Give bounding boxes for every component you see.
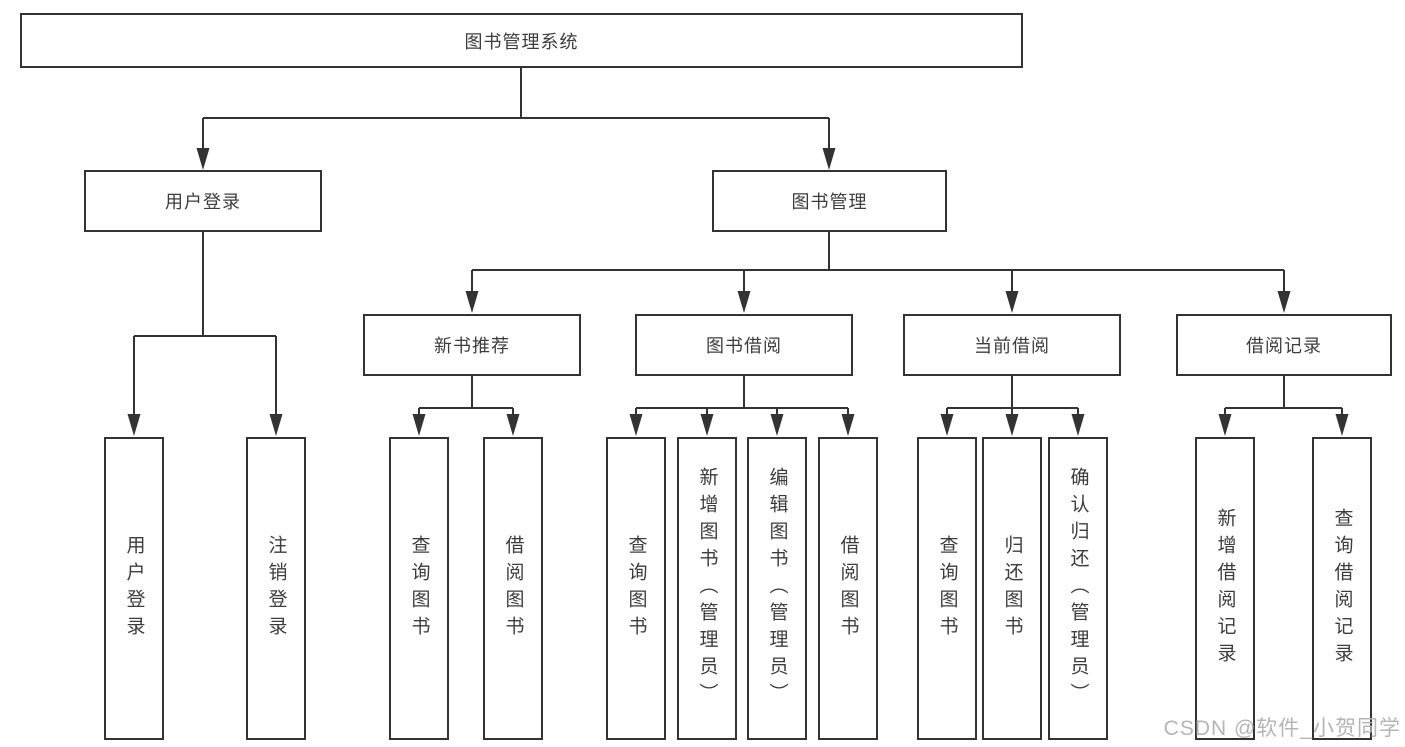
leaf-edit-books-admin: 编辑图书（管理员） (747, 437, 807, 740)
node-borrow-records-label: 借阅记录 (1246, 336, 1322, 356)
node-book-management-label: 图书管理 (791, 192, 868, 212)
leaf-add-borrow-record-label: 新增借阅记录 (1214, 507, 1236, 670)
leaf-logout: 注销登录 (246, 437, 306, 740)
leaf-query-books-1-label: 查询图书 (408, 534, 430, 643)
watermark: CSDN @软件_小贺同学 (1163, 717, 1401, 740)
leaf-query-books-2: 查询图书 (606, 437, 666, 740)
leaf-query-borrow-record-label: 查询借阅记录 (1331, 507, 1353, 670)
leaf-logout-label: 注销登录 (265, 534, 287, 643)
leaf-user-login-label: 用户登录 (123, 534, 145, 643)
node-borrow-records: 借阅记录 (1176, 314, 1392, 376)
leaf-add-borrow-record: 新增借阅记录 (1195, 437, 1255, 740)
node-user-login: 用户登录 (84, 170, 322, 232)
node-book-management: 图书管理 (712, 170, 947, 232)
node-root: 图书管理系统 (20, 13, 1023, 68)
leaf-edit-books-admin-label: 编辑图书（管理员） (766, 467, 788, 710)
leaf-add-books-admin: 新增图书（管理员） (677, 437, 737, 740)
leaf-borrow-books-2-label: 借阅图书 (837, 534, 859, 643)
leaf-confirm-return-admin: 确认归还（管理员） (1048, 437, 1108, 740)
leaf-query-books-2-label: 查询图书 (625, 534, 647, 643)
leaf-borrow-books-1-label: 借阅图书 (502, 534, 524, 643)
leaf-add-books-admin-label: 新增图书（管理员） (696, 467, 718, 710)
leaf-query-books-3-label: 查询图书 (936, 534, 958, 643)
leaf-borrow-books-2: 借阅图书 (818, 437, 878, 740)
node-new-book-recommend: 新书推荐 (363, 314, 581, 376)
node-book-borrow-label: 图书借阅 (706, 336, 782, 356)
node-current-borrow: 当前借阅 (903, 314, 1121, 376)
leaf-borrow-books-1: 借阅图书 (483, 437, 543, 740)
node-new-book-recommend-label: 新书推荐 (434, 336, 510, 356)
leaf-query-books-3: 查询图书 (917, 437, 977, 740)
node-book-borrow: 图书借阅 (635, 314, 853, 376)
leaf-return-books-label: 归还图书 (1001, 534, 1023, 643)
leaf-confirm-return-admin-label: 确认归还（管理员） (1067, 467, 1089, 710)
leaf-user-login: 用户登录 (104, 437, 164, 740)
leaf-return-books: 归还图书 (982, 437, 1042, 740)
node-root-label: 图书管理系统 (464, 31, 579, 52)
leaf-query-borrow-record: 查询借阅记录 (1312, 437, 1372, 740)
node-user-login-label: 用户登录 (165, 192, 241, 212)
tree-edges (133, 68, 1343, 418)
node-current-borrow-label: 当前借阅 (974, 336, 1050, 356)
leaf-query-books-1: 查询图书 (389, 437, 449, 740)
